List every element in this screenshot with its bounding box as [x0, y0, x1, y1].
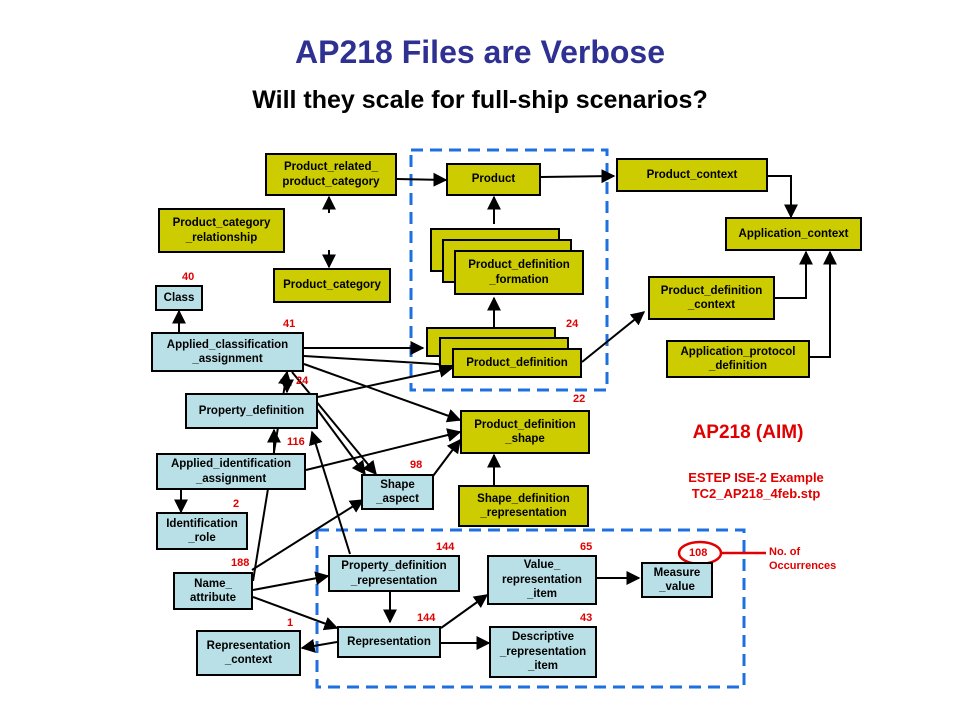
arrow-aca-to-pdshape — [303, 363, 462, 423]
arrow-name-to-pdr — [252, 571, 330, 591]
count-shape-aspect: 98 — [410, 459, 423, 471]
arrow-pd-to-pdcontext — [581, 311, 646, 363]
arrow-context-to-appcontext — [768, 175, 798, 219]
box-application-protocol-definition: Application_protocol _definition — [666, 340, 810, 378]
count-descriptive-representation-item: 43 — [580, 612, 593, 624]
box-product-context: Product_context — [616, 158, 768, 192]
count-class: 40 — [182, 271, 195, 283]
arrow-propdef-to-pd — [317, 363, 454, 398]
representation-group-outline — [315, 528, 746, 689]
arrow-rep-to-vri — [440, 594, 489, 629]
box-product-definition-shape: Product_definition _shape — [460, 410, 590, 454]
box-product-related-category: Product_related_ product_category — [265, 153, 397, 196]
product-group-outline — [409, 148, 609, 392]
box-product-definition-formation: Product_definition _formation — [454, 250, 584, 295]
count-property-definition: 24 — [296, 375, 309, 387]
box-value-representation-item: Value_ representation _item — [487, 555, 597, 605]
count-product-definition: 24 — [566, 318, 579, 330]
box-identification-role: Identification _role — [156, 512, 248, 550]
arrow-pdr-to-propdef — [309, 430, 351, 555]
box-representation-context: Representation _context — [196, 630, 301, 676]
page-title: AP218 Files are Verbose — [295, 34, 665, 70]
box-applied-classification-assignment: Applied_classification _assignment — [151, 332, 304, 372]
count-measure-value: 108 — [689, 547, 708, 559]
box-class: Class — [155, 285, 203, 311]
page-subtitle: Will they scale for full-ship scenarios? — [252, 86, 708, 114]
arrow-pdcontext-to-appcontext — [775, 250, 813, 299]
box-property-definition-representation: Property_definition _representation — [328, 555, 460, 592]
arrow-aia-to-pdshape — [305, 428, 462, 471]
arrow-product-to-context — [540, 169, 616, 184]
count-identification-role: 2 — [233, 498, 240, 510]
arrow-shapeaspect-to-pdshape — [432, 438, 461, 477]
occurrences-label: No. of Occurrences — [769, 546, 837, 572]
box-measure-value: Measure _value — [641, 562, 713, 598]
example-line-1: ESTEP ISE-2 Example — [688, 470, 824, 485]
count-applied-classification-assignment: 41 — [283, 318, 296, 330]
count-property-definition-representation: 144 — [436, 541, 455, 553]
box-name-attribute: Name_ attribute — [173, 572, 253, 610]
arrow-apd-to-appcontext — [810, 250, 837, 358]
arrow-rep-to-repcontext — [300, 638, 338, 653]
count-representation: 144 — [417, 612, 436, 624]
count-product-definition-shape: 22 — [573, 393, 586, 405]
box-applied-identification-assignment: Applied_identification _assignment — [156, 453, 306, 490]
box-product-category-relationship: Product_category _relationship — [158, 208, 285, 253]
arrow-prc-to-product — [396, 172, 448, 187]
arrow-name-to-shapeaspect — [251, 499, 365, 571]
count-representation-context: 1 — [287, 617, 294, 629]
count-name-attribute: 188 — [231, 557, 250, 569]
box-descriptive-representation-item: Descriptive _representation _item — [489, 626, 597, 678]
box-shape-definition-representation: Shape_definition _representation — [458, 485, 589, 527]
count-applied-identification-assignment: 116 — [287, 436, 305, 448]
box-product: Product — [446, 163, 541, 196]
example-line-2: TC2_AP218_4feb.stp — [691, 486, 821, 501]
arrow-propdef-to-shapeaspect — [313, 404, 366, 476]
arrow-aca-to-pd2 — [303, 355, 454, 372]
box-property-definition: Property_definition — [185, 393, 318, 429]
count-value-representation-item: 65 — [580, 541, 593, 553]
box-representation: Representation — [337, 626, 441, 658]
box-application-context: Application_context — [725, 217, 862, 251]
box-product-category: Product_category — [273, 268, 391, 303]
box-product-definition: Product_definition — [452, 348, 582, 378]
aim-label: AP218 (AIM) — [692, 422, 804, 443]
arrow-name-to-rep — [252, 596, 339, 631]
box-shape-aspect: Shape _aspect — [361, 474, 434, 510]
box-product-definition-context: Product_definition _context — [648, 276, 775, 320]
